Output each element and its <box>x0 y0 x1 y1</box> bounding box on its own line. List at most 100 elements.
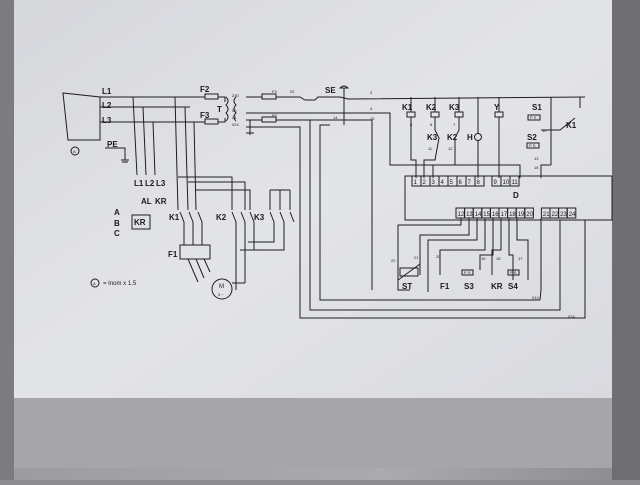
label-f5: F5 <box>272 113 277 118</box>
terminal-number: 2 <box>423 180 427 186</box>
kr-c: C <box>114 229 120 238</box>
fuse-f2 <box>204 93 219 100</box>
wire-17: 17 <box>518 256 523 261</box>
terminal-24 <box>566 207 577 219</box>
tap-00: 00 <box>232 108 237 113</box>
terminal-number: 21 <box>543 212 550 218</box>
terminal-number: 12 <box>458 212 465 218</box>
coil-k3-label: K3 <box>449 103 460 112</box>
terminal-number: 6 <box>459 180 463 186</box>
wire-7: 7 <box>453 122 456 127</box>
wire-4: 4 <box>370 106 373 111</box>
sensor-kr-label: KR <box>491 282 503 291</box>
motor-m <box>211 278 233 300</box>
switch-s1-label: S1 <box>532 103 542 112</box>
switch-s3-ps <box>461 269 474 276</box>
label-f3: F3 <box>200 111 210 120</box>
terminal-number: 20 <box>526 212 533 218</box>
schematic-sheet <box>14 0 612 398</box>
left-frame <box>0 0 14 480</box>
terminal-number: 9 <box>494 180 498 186</box>
kr-b: B <box>114 219 120 228</box>
emergency-stop-se <box>338 85 350 125</box>
term-l1: L1 <box>134 179 144 188</box>
label-al: AL <box>141 197 152 206</box>
coil-k2-label: K2 <box>426 103 437 112</box>
label-l3: L3 <box>102 116 112 125</box>
terminal-number: 17 <box>501 212 508 218</box>
tap-230: 230 <box>232 93 239 98</box>
wire-21: 21 <box>414 255 419 260</box>
wire-3: 3 <box>370 90 373 95</box>
label-se: SE <box>325 86 336 95</box>
s1-ps-text: P S <box>530 115 537 120</box>
wire-20: 20 <box>436 254 441 259</box>
thermostat-st <box>399 267 419 277</box>
label-pe: PE <box>107 140 118 149</box>
terminal-20 <box>524 207 534 219</box>
terminal-number: 4 <box>441 180 445 186</box>
motor-phase: 3 ~ <box>218 292 224 297</box>
label-f2: F2 <box>200 85 210 94</box>
label-k2: K2 <box>216 213 227 222</box>
terminal-number: 18 <box>509 212 516 218</box>
terminal-number: 5 <box>450 180 454 186</box>
lamp-h-label: H <box>467 133 473 142</box>
sensor-f1-label: F1 <box>440 282 450 291</box>
wire-15: 15 <box>370 116 375 121</box>
terminal-number: 23 <box>560 212 567 218</box>
switch-s4-ps <box>507 269 520 276</box>
label-l2: L2 <box>102 101 112 110</box>
terminal-number: 8 <box>477 180 481 186</box>
s4-ps-text: P S <box>510 270 517 275</box>
contact-k3-label: K3 <box>427 133 438 142</box>
terminal-number: 10 <box>503 180 510 186</box>
s3-ps-text: P S <box>464 270 471 275</box>
terminal-number: 24 <box>569 212 576 218</box>
overload-f1 <box>179 244 211 260</box>
control-circuit: F4 02 F5 SE 3 4 15 14 K1 K2 K3 Y S1 S2 K… <box>246 85 613 319</box>
label-f4: F4 <box>272 89 277 94</box>
label-t: T <box>217 105 222 114</box>
terminal-number: 19 <box>518 212 525 218</box>
kr-relay-box <box>131 214 151 230</box>
coil-k1-label: K1 <box>402 103 413 112</box>
wire-19: 19 <box>481 256 486 261</box>
label-kr: KR <box>155 197 167 206</box>
sensor-s4-label: S4 <box>508 282 518 291</box>
fuse-f3 <box>204 118 219 125</box>
label-f1: F1 <box>168 250 178 259</box>
power-circuit: L1 L2 L3 A PE F2 F3 T 230 00 24 024 L1 L… <box>62 85 295 300</box>
term-l3: L3 <box>156 179 166 188</box>
wire-12: 12 <box>448 146 453 151</box>
wire-02: 02 <box>290 89 295 94</box>
fuse-f5 <box>261 116 277 123</box>
terminal-number: 14 <box>475 212 482 218</box>
wire-18: 18 <box>496 256 501 261</box>
wire-10: 10 <box>542 128 547 133</box>
right-frame <box>612 0 640 480</box>
contact-k1-label: K1 <box>566 121 577 130</box>
terminal-8 <box>474 175 485 187</box>
wire-014: 014 <box>532 295 539 300</box>
sensor-st-label: ST <box>402 282 412 291</box>
controller-label: D <box>513 191 519 200</box>
coil-y-label: Y <box>494 103 500 112</box>
kr-a: A <box>114 208 120 217</box>
wire-14: 14 <box>333 115 338 120</box>
kr-box-label: KR <box>134 218 146 227</box>
wire-11: 11 <box>428 146 433 151</box>
wire-5: 5 <box>410 122 413 127</box>
terminal-number: 15 <box>483 212 490 218</box>
terminal-11 <box>509 175 520 187</box>
wire-8: 8 <box>430 122 433 127</box>
label-k3: K3 <box>254 213 265 222</box>
contact-k2-label: K2 <box>447 133 458 142</box>
wire-024: 024 <box>568 314 575 319</box>
a-mark: A <box>73 149 76 154</box>
a-circle-icon <box>70 146 80 156</box>
